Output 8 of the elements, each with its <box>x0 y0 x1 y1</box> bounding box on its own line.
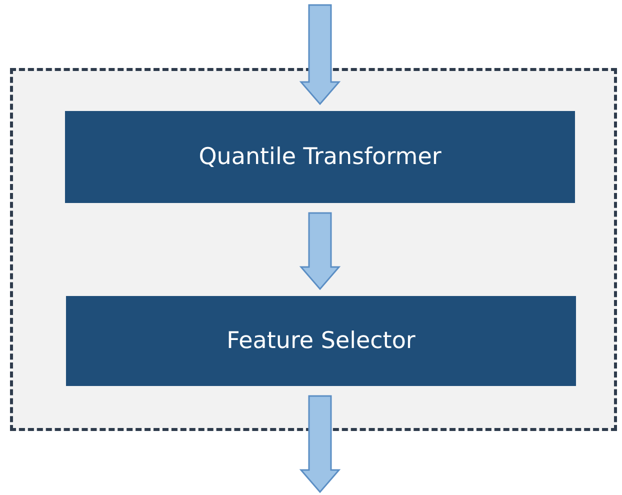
process-box <box>66 296 576 386</box>
block-arrow <box>299 395 341 494</box>
block-arrow <box>299 212 341 290</box>
process-box <box>65 111 575 203</box>
box-label: Quantile Transformer <box>198 144 442 170</box>
box-label: Feature Selector <box>226 328 416 354</box>
block-arrow <box>299 4 341 106</box>
dashed-container <box>10 68 617 431</box>
